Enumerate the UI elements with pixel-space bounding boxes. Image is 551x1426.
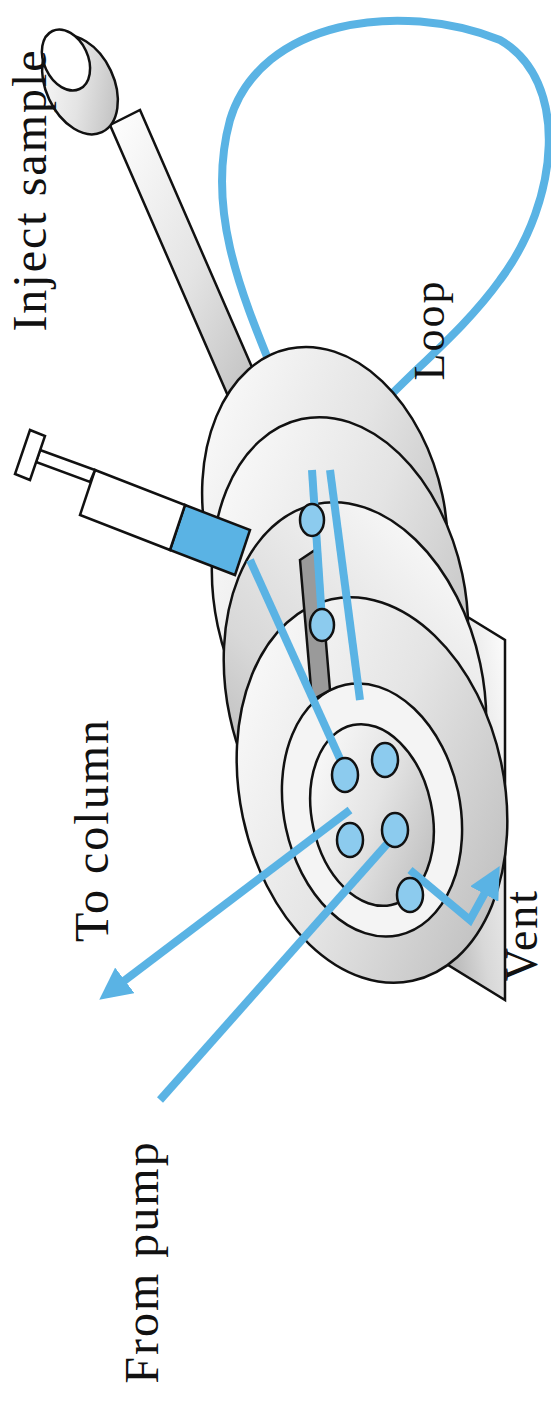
part-label: Loop (408, 280, 452, 381)
syringe (15, 430, 250, 575)
flow-lines (112, 470, 492, 1100)
part-label: To column (68, 718, 116, 942)
part-label: Vent (499, 889, 545, 981)
part-label: Inject sample (6, 48, 54, 331)
part-label: From pump (118, 1140, 166, 1383)
valve-handle (27, 22, 275, 435)
valve-ports (300, 504, 423, 912)
